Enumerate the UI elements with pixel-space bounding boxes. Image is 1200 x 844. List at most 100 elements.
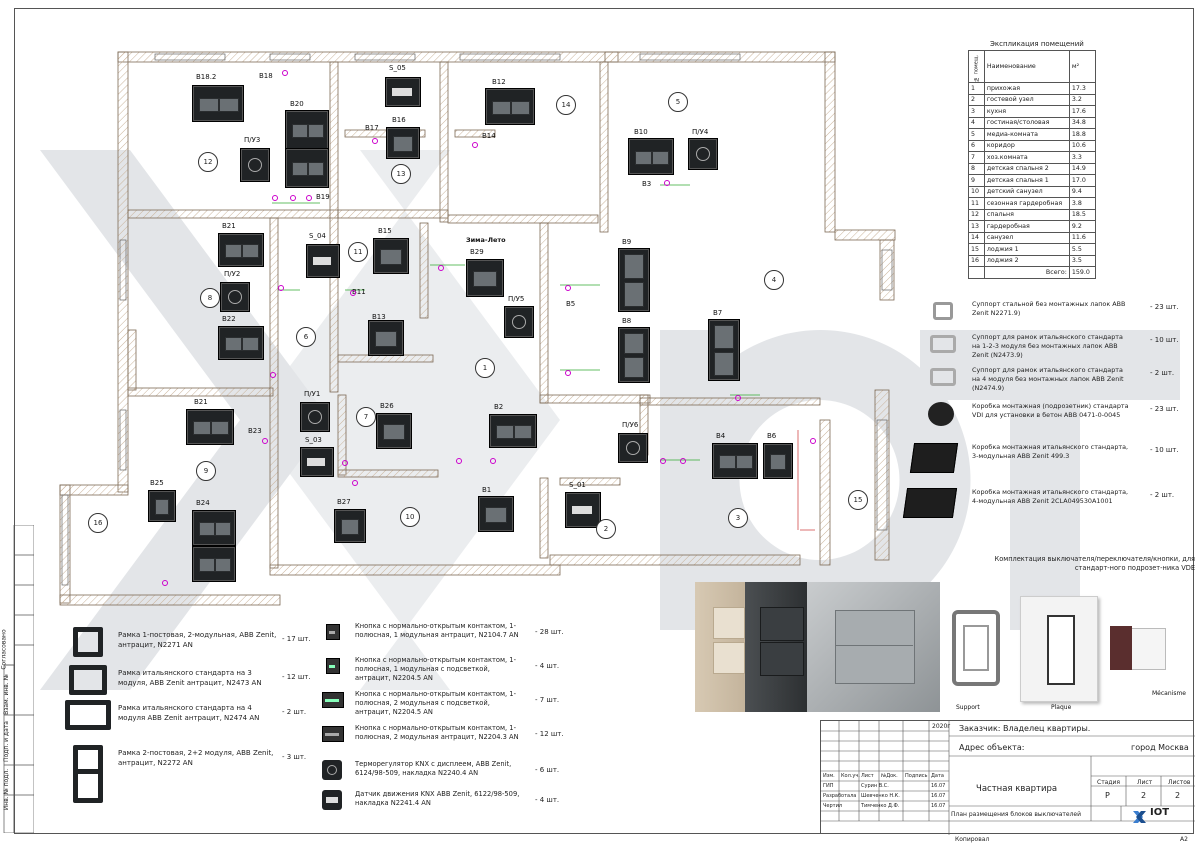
hardware-qty: - 10 шт. — [1150, 336, 1179, 344]
wiring-point — [352, 480, 358, 486]
device-label: П/У2 — [224, 270, 241, 278]
exp-num: 13 — [968, 220, 985, 233]
wiring-point — [565, 370, 571, 376]
device-label: B4 — [716, 432, 726, 440]
hardware-qty: - 2 шт. — [1150, 369, 1175, 377]
device-label: B5 — [566, 300, 576, 308]
wiring-point — [306, 195, 312, 201]
exp-room: кухня — [983, 105, 1070, 118]
plan-device — [708, 319, 740, 381]
exp-area: 3.2 — [1068, 93, 1097, 106]
device-label: B15 — [378, 227, 392, 235]
device-label: B17 — [365, 124, 379, 132]
hardware-qty: - 23 шт. — [1150, 303, 1179, 311]
exp-area: 17.0 — [1068, 174, 1097, 187]
plan-device — [628, 138, 674, 175]
device-label: B26 — [380, 402, 394, 410]
title-col-3: №Док. — [881, 773, 898, 779]
title-name-1: Шевченко Н.К. — [861, 793, 900, 799]
device-label: B1 — [482, 486, 492, 494]
button-text: Датчик движения KNX ABB Zenit, 6122/98-5… — [355, 790, 520, 807]
plan-device — [186, 409, 234, 445]
exp-num: 15 — [968, 243, 985, 256]
exp-num: 16 — [968, 254, 985, 267]
exp-header-num: № помещ. — [968, 50, 985, 83]
room-number: 8 — [200, 288, 220, 308]
exp-header-name: Наименование — [983, 50, 1070, 83]
room-number: 9 — [196, 461, 216, 481]
exp-room: гостиная/столовая — [983, 116, 1070, 129]
plan-device — [240, 148, 270, 182]
title-col-2: Лист — [861, 773, 874, 779]
frame-text: Рамка итальянского стандарта на 3 модуля… — [118, 669, 262, 687]
exp-area: 3.3 — [1068, 151, 1097, 164]
hardware-text: Коробка монтажная итальянского стандарта… — [972, 443, 1129, 460]
plan-device — [300, 447, 334, 477]
exp-num: 7 — [968, 151, 985, 164]
stamp-agreed: Согласовано — [0, 629, 8, 670]
exp-area: 9.2 — [1068, 220, 1097, 233]
title-sheets: 2 — [1175, 791, 1181, 800]
exp-num: 10 — [968, 185, 985, 198]
support-italian-icon — [930, 335, 956, 353]
exp-area: 10.6 — [1068, 139, 1097, 152]
device-label: B29 — [470, 248, 484, 256]
exp-area: 18.8 — [1068, 128, 1097, 141]
exp-room: медиа-комната — [983, 128, 1070, 141]
title-address-value: город Москва — [1131, 743, 1189, 752]
exp-num: 6 — [968, 139, 985, 152]
wiring-point — [438, 265, 444, 271]
room-number: 11 — [348, 242, 368, 262]
plan-device — [285, 110, 329, 150]
hardware-text: Суппорт для рамок итальянского стандарта… — [972, 333, 1123, 359]
exp-area: 34.8 — [1068, 116, 1097, 129]
mecanisme-label: Mécanisme — [1152, 690, 1186, 697]
exp-area: 14.9 — [1068, 162, 1097, 175]
title-col-5: Дата — [931, 773, 944, 779]
exp-room: гостевой узел — [983, 93, 1070, 106]
exp-area: 11.6 — [1068, 231, 1097, 244]
exp-area: 3.8 — [1068, 197, 1097, 210]
room-number: 15 — [848, 490, 868, 510]
plaque-label: Plaque — [1051, 704, 1072, 711]
plan-device — [565, 492, 601, 528]
plan-device — [618, 327, 650, 383]
exp-room: детская спальня 2 — [983, 162, 1070, 175]
button-symbol — [326, 624, 340, 640]
title-col-0: Изм. — [823, 773, 835, 779]
hardware-qty: - 2 шт. — [1150, 491, 1175, 499]
exp-room: прихожая — [983, 82, 1070, 95]
device-label: П/У6 — [622, 421, 639, 429]
button-text: Кнопка с нормально-открытым контактом, 1… — [355, 656, 516, 682]
hardware-text: Суппорт стальной без монтажных лапок ABB… — [972, 300, 1126, 317]
device-label: B18.2 — [196, 73, 217, 81]
exp-total-value: 159.0 — [1068, 266, 1097, 279]
format-label: А2 — [1180, 836, 1188, 843]
plan-device — [712, 443, 758, 479]
iot-logo-text: IOT — [1150, 807, 1170, 818]
title-sheet-title: План размещения блоков выключателей — [951, 811, 1081, 818]
plan-device — [148, 490, 176, 522]
kit-caption: Комплектация выключателя/переключателя/к… — [994, 555, 1195, 572]
exp-area: 17.6 — [1068, 105, 1097, 118]
exp-room: детская спальня 1 — [983, 174, 1070, 187]
wiring-point — [680, 458, 686, 464]
title-sheet-h: Лист — [1137, 779, 1153, 786]
wiring-point — [342, 460, 348, 466]
frame-text: Рамка 1-постовая, 2-модульная, ABB Zenit… — [118, 631, 277, 649]
iot-logo: IOT — [1133, 807, 1183, 823]
frame-text: Рамка 2-постовая, 2+2 модуля, ABB Zenit,… — [118, 749, 274, 767]
exp-area: 9.4 — [1068, 185, 1097, 198]
device-label: B14 — [482, 132, 496, 140]
exp-room: детский санузел — [983, 185, 1070, 198]
button-qty: - 28 шт. — [535, 628, 564, 636]
photo-anthracite-switch — [745, 582, 807, 712]
plan-device — [618, 248, 650, 312]
hardware-qty: - 23 шт. — [1150, 405, 1179, 413]
